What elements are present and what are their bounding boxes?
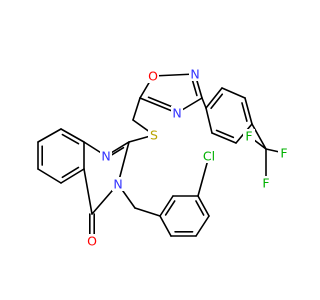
sulfur-atom-label: S [150,128,158,143]
molecule-structure-diagram: S N N O Cl O N N [37,66,290,249]
chlorine-atom-label: Cl [203,149,215,164]
ox-bond-5 [139,97,178,114]
benzo-bond-4-inner [61,166,80,179]
ph-bond-1 [159,195,174,217]
quinazoline-n1-atom: N [100,149,112,164]
aryl-bond-5 [211,132,237,144]
ch2-c5-bond [132,97,141,121]
fluorine-top-atom: F [243,129,255,144]
aryl-bond-5-inner [215,129,235,139]
benzo-bond-4 [60,168,85,184]
ph-bond-6 [159,215,172,237]
aryl-bond-3 [244,97,253,125]
aryl-bond-3-inner [241,102,248,122]
ph-bond-3 [197,195,210,217]
aryl-bond-2 [221,87,246,99]
aryl-bond-1 [205,87,223,109]
oxadiazole-n4-atom-label: N [172,106,181,121]
fluorine-right-atom: F [278,146,290,161]
oxadiazole-n4-atom: N [171,106,183,121]
ch2-ph-bond [134,207,161,217]
oxadiazole-n2-atom-label: N [190,67,199,82]
carbonyl-oxygen-atom-label: O [87,234,97,249]
quinazoline-n1-atom-label: N [101,149,110,164]
oxadiazole-oxygen-atom: O [147,69,159,84]
pyr-bond-5 [83,168,93,215]
quinazoline-n3-atom: N [112,177,124,192]
quinazoline-n3-atom-label: N [113,177,122,192]
ph-bond-4 [195,215,210,237]
ox-bond-3-inner [191,77,198,97]
chlorine-atom: Cl [200,149,218,164]
oxadiazole-n2-atom: N [189,67,201,82]
carbonyl-oxygen-atom: O [86,234,98,249]
ox-bond-5-inner [147,96,176,109]
aryl-bond-6 [205,107,213,134]
fluorine-right-atom-label: F [280,146,287,161]
ph-bond-1-inner [164,200,176,216]
aryl-cf3-bond [251,123,267,150]
ph-bond-3-inner [195,200,205,216]
fluorine-top-atom-label: F [245,129,252,144]
benzo-bond-2 [60,128,85,143]
oxadiazole-oxygen-atom-label: O [148,69,158,84]
fluorine-bottom-atom-label: F [262,176,269,191]
bond-layer [37,73,285,241]
benzo-bond-5 [37,168,62,184]
benzo-bond-2-inner [61,133,80,145]
sulfur-atom: S [148,128,160,143]
fluorine-bottom-atom: F [260,176,272,191]
benzo-bond-1 [37,128,62,143]
atom-label-layer: S N N O Cl O N N [86,67,290,249]
ox-aryl-bond [201,97,207,109]
ox-bond-2 [152,73,196,77]
aryl-bond-1-inner [210,93,224,110]
